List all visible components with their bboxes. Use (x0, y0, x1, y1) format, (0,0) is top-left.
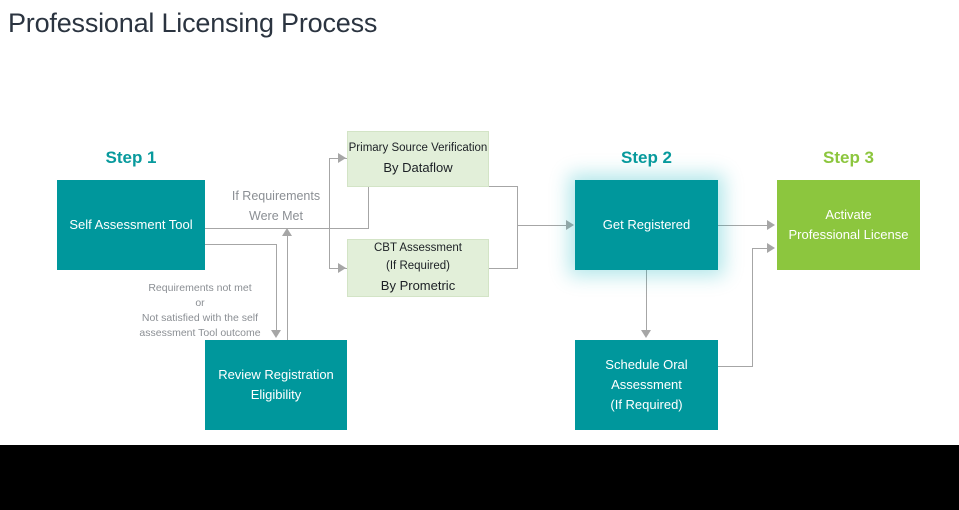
edge-label-if-requirements-met: If Requirements Were Met (206, 186, 346, 226)
node-line: Eligibility (250, 387, 302, 402)
connector-left-branch-v (329, 158, 330, 268)
node-line: Activate (825, 206, 872, 222)
arrowhead-psv (338, 153, 346, 163)
connector-trunk-up (368, 158, 369, 229)
step-label-2: Step 2 (620, 148, 673, 167)
connector-oral-up-v (752, 248, 753, 367)
node-line: Review Registration (218, 366, 334, 382)
step-label-3: Step 3 (822, 148, 875, 167)
arrowhead-activate-bottom (767, 243, 775, 253)
node-schedule-oral-assessment[interactable]: Schedule Oral Assessment (If Required) (575, 340, 718, 430)
node-line: Primary Source Verification (348, 142, 488, 155)
node-line: Self Assessment Tool (69, 216, 193, 232)
node-primary-source-verification[interactable]: Primary Source Verification By Dataflow (347, 131, 489, 187)
node-activate-professional-license[interactable]: Activate Professional License (777, 180, 920, 270)
connector-psv-out (489, 186, 518, 187)
connector-registered-down (646, 270, 647, 332)
node-line: Professional License (788, 227, 909, 242)
edge-label-line: assessment Tool outcome (139, 326, 261, 339)
node-line: Get Registered (602, 216, 691, 232)
edge-label-requirements-not-met: Requirements not met or Not satisfied wi… (110, 281, 290, 341)
arrowhead-review-registration (271, 330, 281, 338)
edge-label-line: Requirements not met (148, 282, 252, 294)
node-cbt-assessment[interactable]: CBT Assessment (If Required) By Prometri… (347, 239, 489, 297)
node-line: (If Required) (610, 397, 683, 413)
connector-self-down-v (276, 244, 277, 332)
node-self-assessment-tool[interactable]: Self Assessment Tool (57, 180, 205, 270)
arrowhead-cbt (338, 263, 346, 273)
node-line: By Prometric (380, 277, 456, 293)
arrowhead-schedule-oral (641, 330, 651, 338)
connector-registered-to-activate (718, 225, 768, 226)
connector-merge-v (517, 186, 518, 269)
node-get-registered[interactable]: Get Registered (575, 180, 718, 270)
connector-oral-out-h (718, 366, 753, 367)
page-title: Professional Licensing Process (8, 8, 378, 38)
connector-review-up-v (287, 236, 288, 340)
connector-cbt-out (489, 268, 518, 269)
node-line: By Dataflow (383, 159, 453, 175)
connector-self-down-h (205, 244, 277, 245)
connector-oral-to-activate (752, 248, 768, 249)
node-review-registration-eligibility[interactable]: Review Registration Eligibility (205, 340, 347, 430)
node-line: CBT Assessment (374, 242, 462, 255)
edge-label-line: Not satisfied with the self (141, 311, 259, 324)
arrowhead-activate-top (767, 220, 775, 230)
edge-label-line: If Requirements (231, 189, 321, 203)
node-line: Schedule Oral (605, 356, 688, 372)
footer-band (0, 445, 959, 510)
edge-label-line: or (195, 296, 205, 309)
arrowhead-get-registered (566, 220, 574, 230)
node-line: (If Required) (386, 259, 450, 272)
arrowhead-back-to-flow (282, 228, 292, 236)
step-label-1: Step 1 (105, 148, 157, 167)
connector-merge-to-registered (517, 225, 567, 226)
edge-label-line: Were Met (249, 209, 303, 223)
node-line: Assessment (611, 376, 682, 392)
